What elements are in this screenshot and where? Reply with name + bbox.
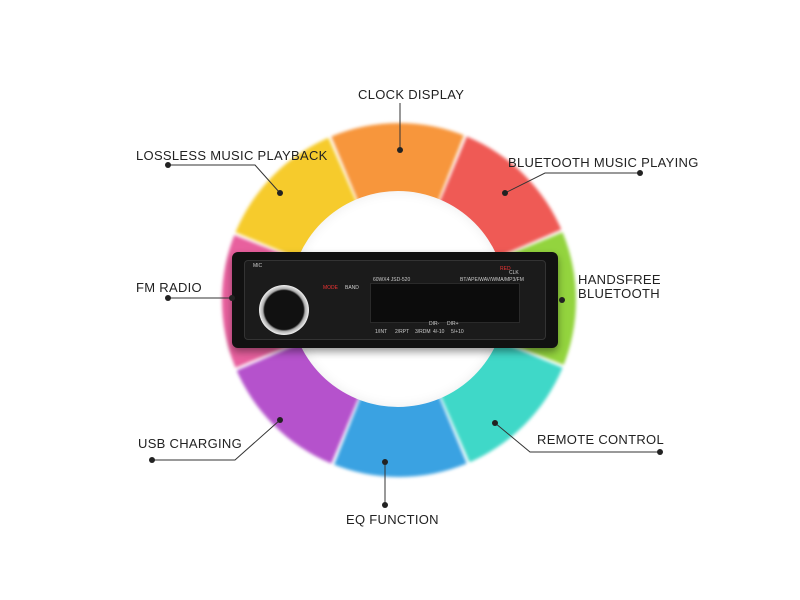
dir-plus-label: DIR+ — [447, 321, 459, 327]
lossless-label: LOSSLESS MUSIC PLAYBACK — [136, 148, 328, 163]
volume-knob — [259, 285, 309, 335]
remote-control-label: REMOTE CONTROL — [537, 432, 664, 447]
car-stereo: MIC MODE BAND 60WX4 JSD-520 BT/APE/WAV/W… — [232, 252, 558, 348]
display-screen — [370, 283, 520, 323]
formats-label: BT/APE/WAV/WMA/MP3/FM — [460, 277, 524, 283]
clk-label: CLK — [509, 270, 519, 276]
usb-charging-label: USB CHARGING — [138, 436, 243, 451]
model-label: 60WX4 JSD-520 — [373, 277, 411, 283]
fm-radio-label: FM RADIO — [136, 280, 202, 295]
preset-button: 2/RPT — [395, 329, 410, 335]
preset-button: 3/RDM — [415, 329, 431, 335]
eq-function-label: EQ FUNCTION — [346, 512, 439, 527]
mic-label: MIC — [253, 263, 263, 269]
band-button: BAND — [345, 285, 359, 291]
bluetooth-music-label: BLUETOOTH MUSIC PLAYING — [508, 155, 699, 170]
preset-button: 4/-10 — [433, 329, 445, 335]
preset-button: 1/INT — [375, 329, 388, 335]
dir-minus-label: DIR- — [429, 321, 440, 327]
handsfree-label: HANDSFREE — [578, 272, 661, 287]
mode-button: MODE — [323, 285, 338, 291]
handsfree-bluetooth-label: BLUETOOTH — [578, 286, 660, 301]
preset-button: 5/+10 — [451, 329, 464, 335]
stereo-faceplate: MIC MODE BAND 60WX4 JSD-520 BT/APE/WAV/W… — [244, 260, 546, 340]
red-label: RED — [500, 266, 511, 272]
clock-display-label: CLOCK DISPLAY — [358, 87, 465, 102]
